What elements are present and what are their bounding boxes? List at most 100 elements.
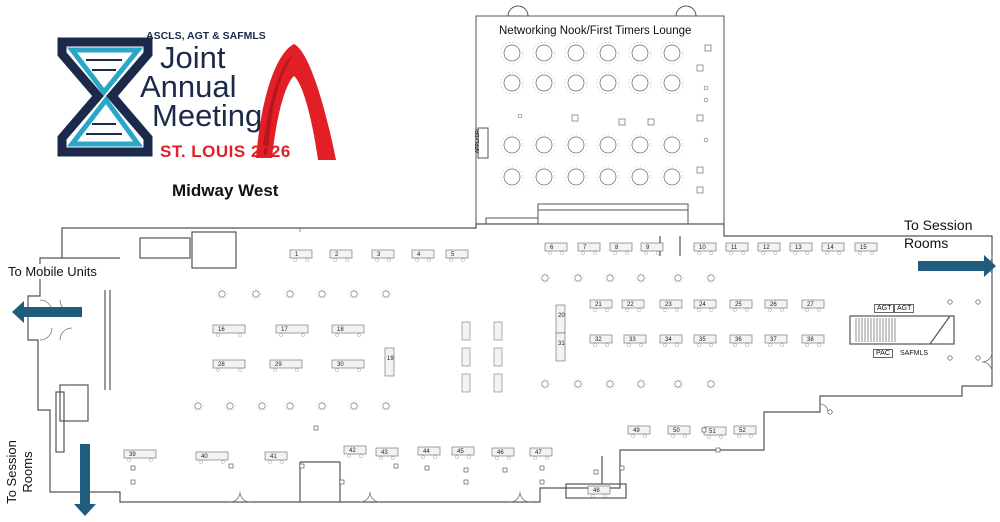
booth[interactable]: 41: [264, 451, 288, 464]
booth[interactable]: 18: [331, 324, 365, 337]
booth[interactable]: 37: [764, 334, 788, 347]
booth[interactable]: 28: [212, 359, 246, 372]
vertical-table: [493, 321, 503, 341]
booth[interactable]: 6: [544, 242, 568, 255]
booth-rect: [693, 334, 717, 344]
booth-number: 40: [201, 454, 208, 460]
booth[interactable]: 46: [491, 447, 515, 460]
booth-rect: [577, 242, 601, 252]
booth[interactable]: 31: [555, 332, 565, 362]
booth[interactable]: 14: [821, 242, 845, 255]
booth-number: 29: [275, 362, 282, 368]
chair-mark: [745, 343, 749, 347]
booth-number: 21: [595, 302, 602, 308]
chair-mark: [415, 258, 419, 262]
booth[interactable]: 12: [757, 242, 781, 255]
booth[interactable]: 17: [275, 324, 309, 337]
booth[interactable]: 42: [343, 445, 367, 458]
booth[interactable]: 2: [329, 249, 353, 262]
chair-mark: [817, 308, 821, 312]
chair-mark: [627, 343, 631, 347]
booth-rect: [621, 299, 645, 309]
chair-mark: [581, 251, 585, 255]
lounge-table: [631, 168, 649, 186]
booth[interactable]: 16: [212, 324, 246, 337]
booth[interactable]: 3: [371, 249, 395, 262]
round-table-chairs: [216, 288, 228, 300]
booth[interactable]: 11: [725, 242, 749, 255]
booth[interactable]: 50: [667, 425, 691, 438]
small-table-square: [130, 465, 136, 471]
booth[interactable]: 21: [589, 299, 613, 312]
round-table: [194, 402, 202, 410]
logo-org-line: ASCLS, AGT & SAFMLS: [146, 30, 266, 42]
lounge-chairs: [564, 133, 588, 157]
to-session-rooms-left-label: To Session Rooms: [4, 440, 35, 504]
booth-number: 18: [337, 327, 344, 333]
booth-rect: [555, 304, 566, 334]
chair-mark: [427, 258, 431, 262]
booth-number: 13: [795, 245, 802, 251]
lounge-table: [503, 168, 521, 186]
booth[interactable]: 24: [693, 299, 717, 312]
agt-booth-label-2: AGT: [894, 304, 915, 313]
booth-number: 30: [337, 362, 344, 368]
booth[interactable]: 35: [693, 334, 717, 347]
booth[interactable]: 32: [589, 334, 613, 347]
booth[interactable]: 4: [411, 249, 435, 262]
booth[interactable]: 22: [621, 299, 645, 312]
booth[interactable]: 1: [289, 249, 313, 262]
round-table: [226, 402, 234, 410]
chair-mark: [335, 333, 339, 337]
booth[interactable]: 27: [801, 299, 825, 312]
booth-rect: [725, 242, 749, 252]
networking-lounge-room: [475, 5, 725, 241]
chair-mark: [805, 343, 809, 347]
small-table-square: [130, 479, 136, 485]
lounge-chairs: [532, 165, 556, 189]
booth[interactable]: 44: [417, 446, 441, 459]
booth[interactable]: 13: [789, 242, 813, 255]
booth[interactable]: 52: [733, 425, 757, 438]
booth[interactable]: 19: [384, 347, 394, 377]
booth[interactable]: 26: [764, 299, 788, 312]
booth-number: 16: [218, 327, 225, 333]
booth[interactable]: 34: [659, 334, 683, 347]
booth[interactable]: 48: [587, 485, 611, 498]
booth-number: 20: [558, 313, 565, 319]
booth-number: 10: [699, 245, 706, 251]
booth[interactable]: 9: [640, 242, 664, 255]
chair-mark: [719, 435, 723, 439]
booth[interactable]: 45: [451, 446, 475, 459]
chair-mark: [697, 343, 701, 347]
booth[interactable]: 29: [269, 359, 303, 372]
booth[interactable]: 5: [445, 249, 469, 262]
booth[interactable]: 33: [623, 334, 647, 347]
booth[interactable]: 36: [729, 334, 753, 347]
lounge-chairs: [596, 71, 620, 95]
chair-mark: [280, 460, 284, 464]
booth-number: 39: [129, 452, 136, 458]
booth[interactable]: 43: [375, 447, 399, 460]
booth[interactable]: 47: [529, 447, 553, 460]
round-table-chairs: [672, 272, 684, 284]
chair-mark: [238, 368, 242, 372]
booth[interactable]: 23: [659, 299, 683, 312]
booth[interactable]: 38: [801, 334, 825, 347]
chair-mark: [375, 258, 379, 262]
lounge-table: [631, 44, 649, 62]
booth[interactable]: 20: [555, 304, 566, 334]
lounge-table: [567, 136, 585, 154]
booth[interactable]: 15: [854, 242, 878, 255]
booth[interactable]: 39: [123, 449, 157, 462]
booth[interactable]: 40: [195, 451, 229, 464]
chair-mark: [295, 368, 299, 372]
booth[interactable]: 8: [609, 242, 633, 255]
booth[interactable]: 10: [693, 242, 717, 255]
booth[interactable]: 25: [729, 299, 753, 312]
booth[interactable]: 7: [577, 242, 601, 255]
chair-mark: [644, 251, 648, 255]
booth[interactable]: 49: [627, 425, 651, 438]
booth[interactable]: 30: [331, 359, 365, 372]
chair-mark: [605, 343, 609, 347]
